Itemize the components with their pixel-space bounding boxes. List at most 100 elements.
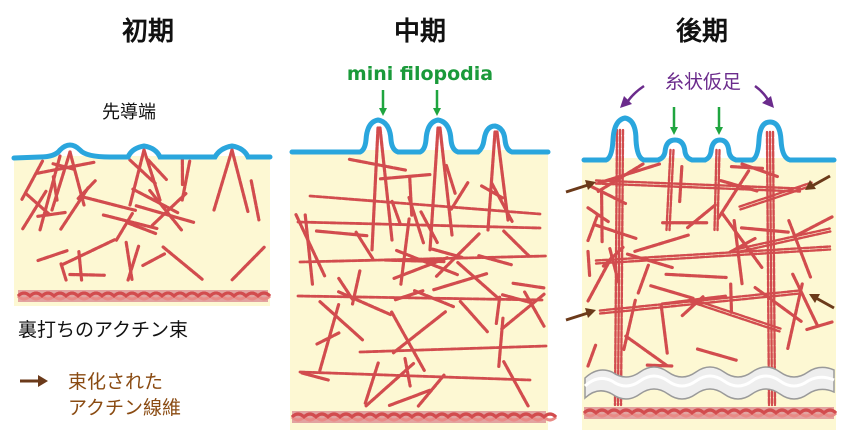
actin-filament [114, 211, 134, 242]
bundle-arrow-1 [565, 180, 596, 194]
actin-filament [128, 158, 157, 185]
actin-filament [370, 126, 380, 252]
actin-filament [716, 169, 751, 221]
actin-filament [613, 128, 619, 407]
actin-filament [403, 356, 412, 388]
actin-filament [59, 186, 90, 231]
actin-filament [739, 184, 814, 211]
actin-filament [68, 150, 86, 207]
membrane-late [581, 115, 837, 163]
bundle-arrow-3 [565, 308, 596, 322]
nucleus-edge-wave [583, 366, 835, 400]
actin-filament [740, 162, 780, 179]
actin-filament [431, 247, 464, 260]
actin-filament [378, 126, 394, 242]
actin-filament [391, 310, 447, 355]
actin-filament [180, 159, 192, 202]
actin-filament [298, 370, 532, 382]
actin-filament [358, 344, 548, 354]
actin-filament [622, 298, 637, 352]
actin-filament [633, 233, 690, 253]
panel-late: 糸状仮足 [565, 71, 838, 430]
actin-filament [296, 220, 542, 230]
actin-filament [161, 245, 205, 282]
actin-filament [792, 215, 834, 239]
actin-filament [594, 179, 802, 190]
actin-filament [428, 126, 440, 252]
actin-filament [378, 172, 432, 181]
actin-filaments-early [20, 148, 266, 282]
actin-filament [230, 148, 250, 214]
legend-text-line-2: アクチン線維 [68, 397, 181, 419]
actin-filaments-late [586, 128, 834, 407]
actin-filament [738, 227, 831, 250]
actin-filament [659, 304, 669, 355]
actin-filament [598, 292, 802, 315]
actin-filament [438, 126, 454, 237]
actin-filament [738, 181, 813, 208]
actin-filament [599, 191, 604, 244]
actin-filaments-mid [294, 126, 548, 408]
actin-filament [128, 148, 146, 207]
actin-filament [594, 182, 802, 193]
actin-filament [586, 213, 600, 243]
actin-filament [586, 206, 611, 224]
actin-filament [716, 148, 721, 232]
legend-text-line-1: 束化された [68, 371, 163, 393]
bundle-strand [16, 291, 272, 299]
actin-filament [126, 221, 158, 236]
panel-title-mid: 中期 [394, 17, 446, 47]
actin-filament [739, 230, 832, 253]
actin-filament [586, 249, 592, 278]
actin-filament [68, 272, 106, 277]
actin-filament [50, 150, 72, 212]
actin-filament [408, 176, 414, 218]
actin-filament [387, 388, 432, 407]
actin-filament [695, 347, 738, 362]
actin-filament [395, 248, 459, 277]
actin-filament [805, 320, 834, 332]
actin-filament [502, 360, 530, 408]
leading-edge-label: 先導端 [102, 102, 156, 123]
bundle-strand [16, 293, 272, 301]
underlying-actin-bundle-late [582, 407, 838, 419]
actin-filament [636, 263, 650, 295]
actin-filament [665, 148, 672, 232]
actin-filament [728, 236, 757, 254]
actin-filament [126, 244, 141, 282]
actin-filament [495, 130, 510, 222]
actin-filament [134, 204, 196, 224]
actin-filament [432, 272, 489, 292]
mini-filopodia-label: mini filopodia [347, 63, 493, 85]
actin-filament [458, 299, 489, 334]
actin-filament [768, 130, 774, 407]
actin-filament [586, 343, 598, 368]
actin-filament [449, 181, 470, 212]
actin-filament [689, 297, 782, 330]
actin-filament [146, 158, 168, 182]
actin-filament [494, 295, 502, 326]
panel-mid: mini filopodia [289, 63, 558, 430]
actin-filament [36, 249, 69, 263]
actin-filament [303, 213, 315, 286]
actin-filament [390, 199, 403, 227]
bundle-arrow-4 [809, 294, 835, 310]
actin-filament [212, 148, 234, 212]
actin-filament [392, 256, 449, 281]
actin-filament [363, 361, 380, 405]
actin-filament [771, 130, 777, 407]
actin-filament [616, 128, 622, 407]
actin-filament [350, 269, 362, 306]
actin-filament [20, 189, 48, 232]
actin-filament [739, 226, 790, 234]
actin-filament [765, 130, 771, 407]
filopodia-arrowhead-right [762, 96, 774, 108]
bundle-strand [290, 412, 558, 420]
actin-filament [649, 284, 696, 301]
bundle-arrow-2 [805, 174, 831, 190]
legend-arrow [20, 375, 48, 387]
actin-filament [318, 303, 341, 373]
filopodia-arrowhead-left [620, 96, 632, 108]
panel-title-early: 初期 [122, 17, 174, 47]
